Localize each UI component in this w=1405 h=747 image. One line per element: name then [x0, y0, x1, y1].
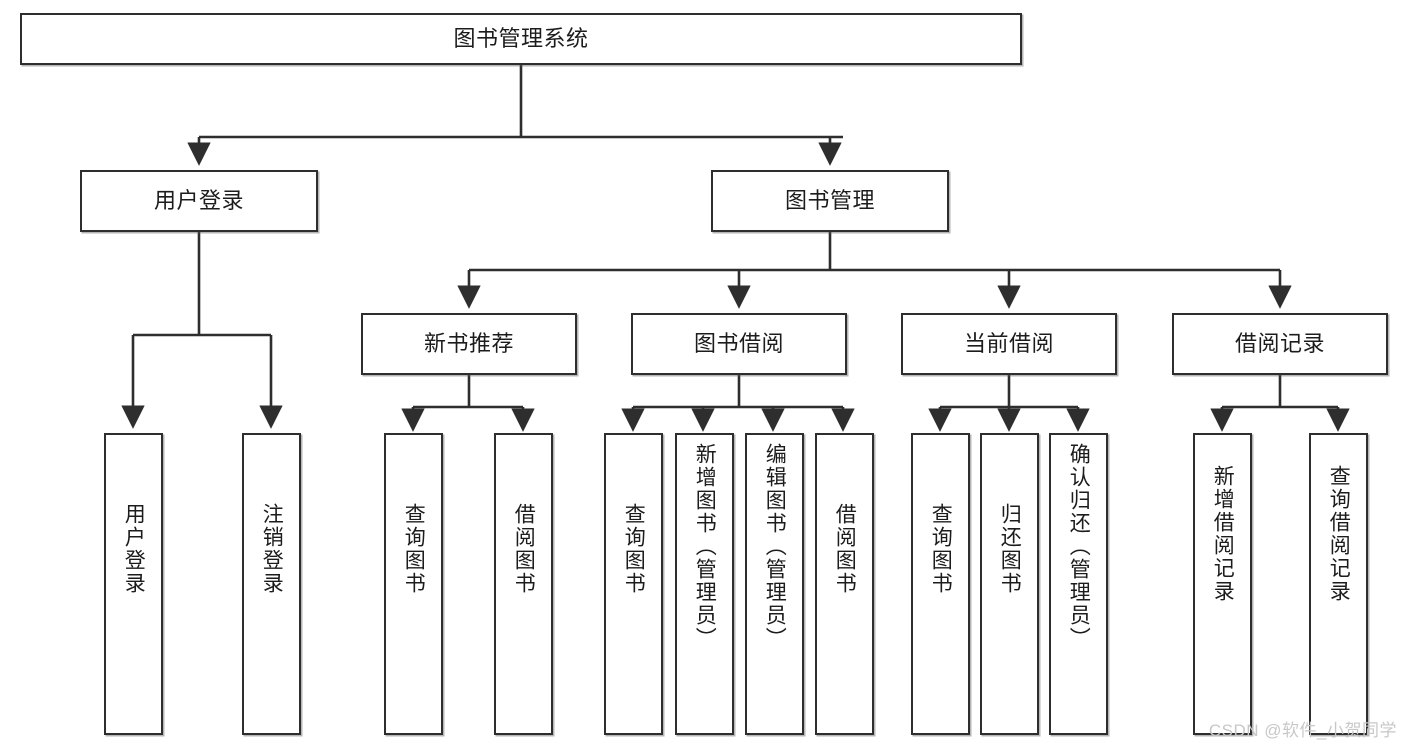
- csdn-watermark: CSDN @软件_小贺同学: [1208, 721, 1397, 740]
- node-label: 借阅图书: [512, 503, 536, 595]
- node-label: 图书管理: [784, 187, 875, 213]
- leaf-query-book-borrow[interactable]: 查询图书: [604, 433, 663, 735]
- leaf-add-book[interactable]: 新增图书（管理员）: [675, 433, 734, 735]
- node-label: 查询图书: [402, 503, 426, 595]
- leaf-edit-book[interactable]: 编辑图书（管理员）: [745, 433, 804, 735]
- node-borrow-record[interactable]: 借阅记录: [1172, 313, 1388, 375]
- node-label: 借阅图书: [833, 503, 857, 595]
- node-label: 注销登录: [260, 503, 284, 595]
- leaf-borrow-book-recommend[interactable]: 借阅图书: [494, 433, 553, 735]
- node-label: 查询图书: [929, 503, 953, 595]
- node-label: 新增图书（管理员）: [693, 443, 717, 650]
- leaf-borrow-book[interactable]: 借阅图书: [815, 433, 874, 735]
- node-label: 用户登录: [153, 187, 244, 213]
- node-label: 查询借阅记录: [1327, 465, 1351, 603]
- leaf-confirm-return[interactable]: 确认归还（管理员）: [1049, 433, 1108, 735]
- leaf-logout-login[interactable]: 注销登录: [242, 433, 301, 735]
- leaf-query-book-current[interactable]: 查询图书: [911, 433, 970, 735]
- node-label: 归还图书: [998, 503, 1022, 595]
- node-book-borrow[interactable]: 图书借阅: [631, 313, 847, 375]
- node-label: 确认归还（管理员）: [1067, 443, 1091, 650]
- node-root-book-management-system[interactable]: 图书管理系统: [20, 13, 1022, 65]
- node-label: 编辑图书（管理员）: [763, 443, 787, 650]
- node-label: 图书管理系统: [453, 25, 589, 51]
- node-label: 图书借阅: [693, 330, 784, 356]
- node-user-login[interactable]: 用户登录: [80, 170, 318, 232]
- node-label: 查询图书: [622, 503, 646, 595]
- node-label: 新书推荐: [423, 330, 514, 356]
- node-new-book-recommend[interactable]: 新书推荐: [361, 313, 577, 375]
- leaf-add-borrow-record[interactable]: 新增借阅记录: [1193, 433, 1252, 735]
- node-label: 借阅记录: [1234, 330, 1325, 356]
- node-label: 用户登录: [122, 503, 146, 595]
- node-label: 当前借阅: [963, 330, 1054, 356]
- node-book-management[interactable]: 图书管理: [711, 170, 949, 232]
- leaf-user-login[interactable]: 用户登录: [104, 433, 163, 735]
- leaf-query-book-recommend[interactable]: 查询图书: [384, 433, 443, 735]
- leaf-query-borrow-record[interactable]: 查询借阅记录: [1309, 433, 1368, 735]
- node-current-borrow[interactable]: 当前借阅: [901, 313, 1117, 375]
- node-label: 新增借阅记录: [1211, 465, 1235, 603]
- leaf-return-book[interactable]: 归还图书: [980, 433, 1039, 735]
